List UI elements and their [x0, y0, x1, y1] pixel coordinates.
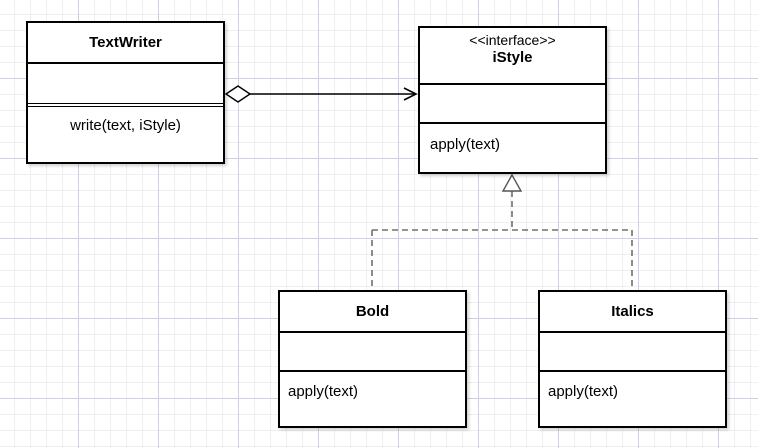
class-italics[interactable]: Italics apply(text) — [538, 290, 727, 428]
bold-name-compartment: Bold — [280, 292, 465, 333]
bold-attributes-compartment — [280, 333, 465, 372]
textwriter-method: write(text, iStyle) — [70, 117, 181, 134]
italics-attributes-compartment — [540, 333, 725, 372]
textwriter-name-compartment: TextWriter — [28, 23, 223, 64]
italics-name-compartment: Italics — [540, 292, 725, 333]
aggregation-arrowhead — [403, 87, 418, 101]
aggregation-connector[interactable] — [224, 85, 418, 103]
istyle-method: apply(text) — [430, 136, 501, 153]
bold-method: apply(text) — [288, 383, 359, 400]
italics-method: apply(text) — [548, 383, 619, 400]
italics-class-name: Italics — [611, 303, 654, 320]
realization-triangle — [501, 173, 523, 192]
istyle-stereotype: <<interface>> — [469, 32, 556, 48]
bold-class-name: Bold — [355, 303, 390, 320]
istyle-attributes-compartment — [420, 85, 605, 124]
textwriter-attributes-compartment — [28, 64, 223, 107]
italics-methods-compartment: apply(text) — [540, 372, 725, 426]
textwriter-methods-compartment: write(text, iStyle) — [28, 107, 223, 162]
istyle-methods-compartment: apply(text) — [420, 124, 605, 172]
bold-methods-compartment: apply(text) — [280, 372, 465, 426]
istyle-class-name: iStyle — [492, 49, 533, 66]
textwriter-class-name: TextWriter — [89, 34, 162, 51]
aggregation-diamond — [224, 85, 252, 103]
realization-connector[interactable] — [371, 173, 633, 290]
class-istyle[interactable]: <<interface>> iStyle apply(text) — [418, 26, 607, 174]
istyle-name-compartment: <<interface>> iStyle — [420, 28, 605, 85]
class-bold[interactable]: Bold apply(text) — [278, 290, 467, 428]
class-textwriter[interactable]: TextWriter write(text, iStyle) — [26, 21, 225, 164]
